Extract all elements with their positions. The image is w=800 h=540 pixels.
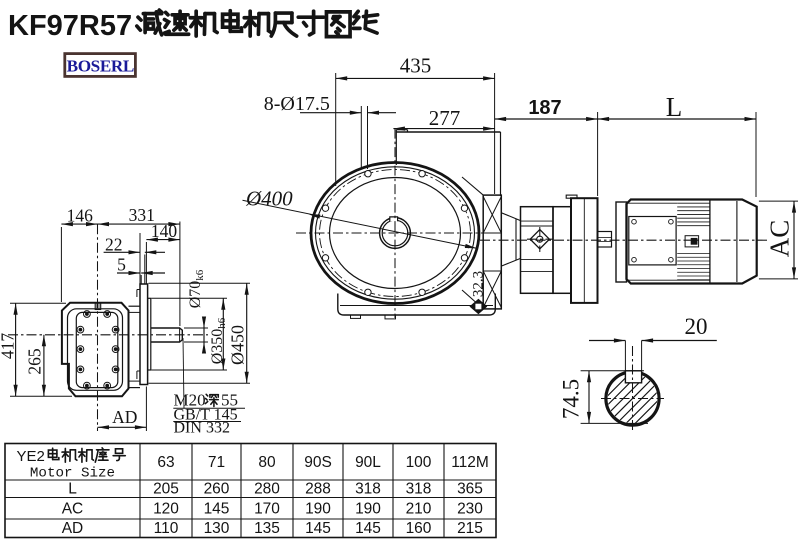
svg-text:145: 145 — [355, 520, 381, 537]
svg-text:32.3: 32.3 — [471, 271, 487, 297]
svg-text:M20: M20 — [174, 391, 206, 410]
svg-text:318: 318 — [355, 481, 381, 498]
svg-text:160: 160 — [406, 520, 432, 537]
svg-text:205: 205 — [153, 481, 179, 498]
svg-text:318: 318 — [406, 481, 432, 498]
svg-text:DIN 332: DIN 332 — [174, 420, 230, 437]
svg-text:331: 331 — [129, 205, 155, 225]
svg-text:190: 190 — [355, 501, 381, 518]
svg-text:215: 215 — [457, 520, 483, 537]
svg-text:55: 55 — [221, 391, 238, 410]
svg-text:5: 5 — [117, 255, 126, 275]
svg-text:210: 210 — [406, 501, 432, 518]
svg-text:135: 135 — [254, 520, 280, 537]
svg-text:Ø350h6: Ø350h6 — [209, 317, 228, 364]
svg-text:8-Ø17.5: 8-Ø17.5 — [264, 93, 330, 115]
svg-text:417: 417 — [0, 333, 17, 360]
svg-text:AC: AC — [62, 501, 84, 518]
svg-text:BOSERL: BOSERL — [67, 57, 134, 76]
svg-text:Ø450: Ø450 — [227, 325, 247, 365]
svg-text:L: L — [666, 92, 683, 122]
svg-text:260: 260 — [204, 481, 230, 498]
svg-text:90L: 90L — [355, 454, 381, 471]
svg-text:265: 265 — [24, 348, 44, 375]
svg-text:288: 288 — [305, 481, 331, 498]
svg-text:100: 100 — [406, 454, 432, 471]
svg-text:Motor Size: Motor Size — [30, 466, 115, 482]
svg-text:230: 230 — [457, 501, 483, 518]
svg-text:AD: AD — [62, 520, 84, 537]
svg-text:110: 110 — [154, 520, 179, 537]
svg-text:145: 145 — [204, 501, 230, 518]
svg-text:280: 280 — [254, 481, 280, 498]
svg-text:130: 130 — [204, 520, 230, 537]
svg-text:KF97R57: KF97R57 — [8, 10, 132, 42]
svg-text:190: 190 — [305, 501, 331, 518]
svg-text:112M: 112M — [451, 454, 489, 471]
svg-text:120: 120 — [153, 501, 179, 518]
svg-text:277: 277 — [429, 106, 461, 130]
svg-text:71: 71 — [208, 454, 225, 471]
svg-text:L: L — [68, 481, 77, 498]
svg-text:74.5: 74.5 — [558, 379, 583, 419]
svg-text:140: 140 — [151, 221, 178, 241]
svg-text:80: 80 — [258, 454, 276, 471]
svg-text:90S: 90S — [304, 454, 332, 471]
svg-text:YE2: YE2 — [17, 448, 45, 465]
svg-text:AD: AD — [112, 407, 137, 427]
svg-text:20: 20 — [685, 314, 708, 339]
svg-text:AC: AC — [765, 220, 795, 258]
svg-text:63: 63 — [157, 454, 174, 471]
svg-text:435: 435 — [400, 54, 432, 78]
svg-text:145: 145 — [305, 520, 331, 537]
svg-text:365: 365 — [457, 481, 483, 498]
svg-text:146: 146 — [67, 206, 94, 226]
svg-text:GB/T 145: GB/T 145 — [174, 407, 238, 424]
svg-text:22: 22 — [105, 235, 123, 255]
svg-text:170: 170 — [254, 501, 280, 518]
svg-text:187: 187 — [528, 97, 561, 119]
svg-text:Ø400: Ø400 — [245, 187, 293, 211]
